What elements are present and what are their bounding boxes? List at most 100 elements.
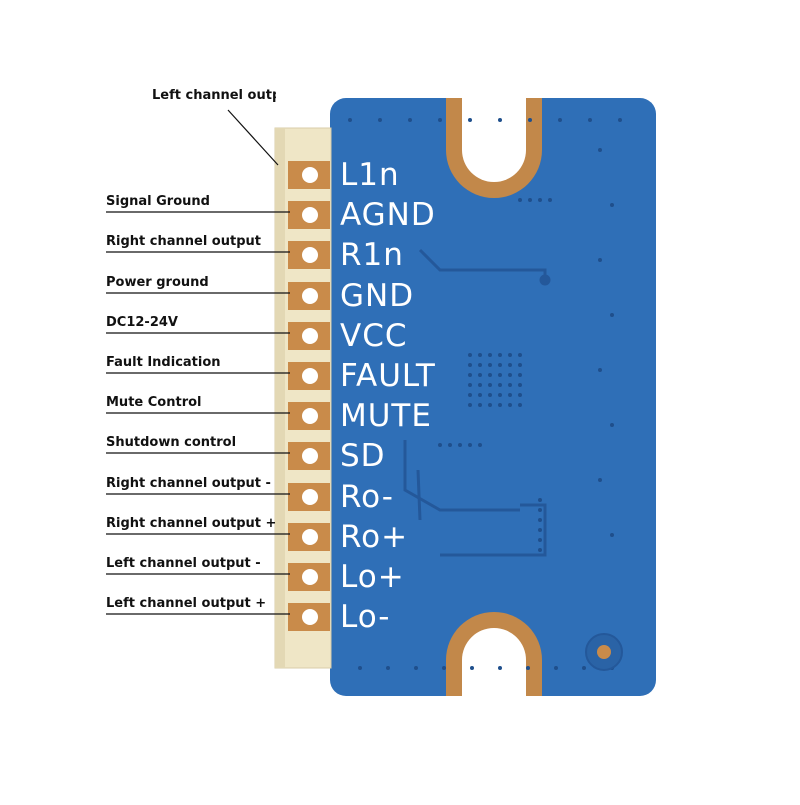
via-dot <box>468 363 472 367</box>
pcb-traces <box>403 248 551 557</box>
pin-hole <box>302 569 318 585</box>
via-dot <box>548 198 552 202</box>
via-dot <box>468 373 472 377</box>
pin-function-label: Power ground <box>106 275 209 290</box>
via-dot <box>538 198 542 202</box>
via-dot <box>478 353 482 357</box>
via-dot <box>468 403 472 407</box>
via-dot <box>498 363 502 367</box>
silkscreen-pin-name: FAULT <box>340 358 436 394</box>
pin-function-label: Left channel output + <box>106 596 267 611</box>
silkscreen-pin-name: Lo+ <box>340 559 405 595</box>
mounting-pad <box>585 633 623 671</box>
via-dot <box>558 118 562 122</box>
via-dot <box>538 548 542 552</box>
via-dot <box>518 363 522 367</box>
via-dot <box>468 393 472 397</box>
via-dot <box>518 353 522 357</box>
via-dot <box>618 118 622 122</box>
via-dot <box>478 383 482 387</box>
via-dot <box>498 383 502 387</box>
via-dot <box>518 393 522 397</box>
pin-hole <box>302 288 318 304</box>
silkscreen-pin-name: L1n <box>340 157 400 193</box>
via-dot <box>610 313 614 317</box>
via-dot <box>478 363 482 367</box>
via-dot <box>538 528 542 532</box>
via-dot <box>598 258 602 262</box>
via-dot <box>538 508 542 512</box>
via-dot <box>518 403 522 407</box>
via-dot <box>488 383 492 387</box>
via-dot <box>438 443 442 447</box>
via-dot <box>488 363 492 367</box>
via-dot <box>448 443 452 447</box>
silkscreen-pin-name: SD <box>340 438 386 474</box>
via-dot <box>518 373 522 377</box>
bottom-mounting-slot <box>446 612 542 696</box>
pin-function-label: Right channel output + <box>106 516 277 531</box>
via-dot <box>554 666 558 670</box>
pin-hole <box>302 328 318 344</box>
pin-function-label: Fault Indication <box>106 355 221 370</box>
via-dot <box>442 666 446 670</box>
via-dot <box>610 203 614 207</box>
silkscreen-pin-name: R1n <box>340 237 404 273</box>
via-dot <box>498 353 502 357</box>
via-dot <box>610 533 614 537</box>
via-dot <box>348 118 352 122</box>
via-dot <box>582 666 586 670</box>
via-dot <box>498 403 502 407</box>
via-dot <box>468 353 472 357</box>
via-dot <box>378 118 382 122</box>
pin-hole <box>302 207 318 223</box>
via-dot <box>488 353 492 357</box>
silkscreen-pin-name: GND <box>340 278 415 314</box>
via-dot <box>468 443 472 447</box>
pin-hole <box>302 489 318 505</box>
via-dot <box>458 443 462 447</box>
via-dot <box>508 353 512 357</box>
top-callout-label: Left channel output <box>152 88 276 103</box>
via-dot <box>588 118 592 122</box>
top-callout-leader <box>227 109 279 166</box>
via-dot <box>508 363 512 367</box>
pin-function-label: Signal Ground <box>106 194 210 209</box>
silkscreen-pin-name: MUTE <box>340 398 432 434</box>
pcb-board <box>330 98 656 696</box>
via-dot <box>610 423 614 427</box>
silkscreen-pin-name: AGND <box>340 197 436 233</box>
pin-hole <box>302 247 318 263</box>
pin-function-label: DC12-24V <box>106 315 178 330</box>
via-dot <box>358 666 362 670</box>
via-dot <box>488 403 492 407</box>
via-dot <box>508 373 512 377</box>
silkscreen-pin-name: Lo- <box>340 599 391 635</box>
via-dot <box>408 118 412 122</box>
via-dot <box>508 403 512 407</box>
pin-function-label: Right channel output - <box>106 476 271 491</box>
via-dot <box>598 148 602 152</box>
via-dot <box>528 198 532 202</box>
via-dot <box>528 118 532 122</box>
silkscreen-pin-name: Ro- <box>340 479 394 515</box>
pin-function-label: Shutdown control <box>106 435 237 450</box>
via-dot <box>498 393 502 397</box>
via-dot <box>478 373 482 377</box>
via-dot <box>468 383 472 387</box>
via-dot <box>478 393 482 397</box>
via-dot <box>508 383 512 387</box>
leader-lines <box>106 211 290 615</box>
via-dot <box>414 666 418 670</box>
pin-hole <box>302 167 318 183</box>
via-dot <box>498 373 502 377</box>
via-dot <box>538 518 542 522</box>
via-dot <box>478 443 482 447</box>
pin-hole <box>302 408 318 424</box>
pcb-vias <box>348 118 622 670</box>
via-dot <box>478 403 482 407</box>
pin-header-edge <box>275 128 285 668</box>
via-dot <box>598 478 602 482</box>
